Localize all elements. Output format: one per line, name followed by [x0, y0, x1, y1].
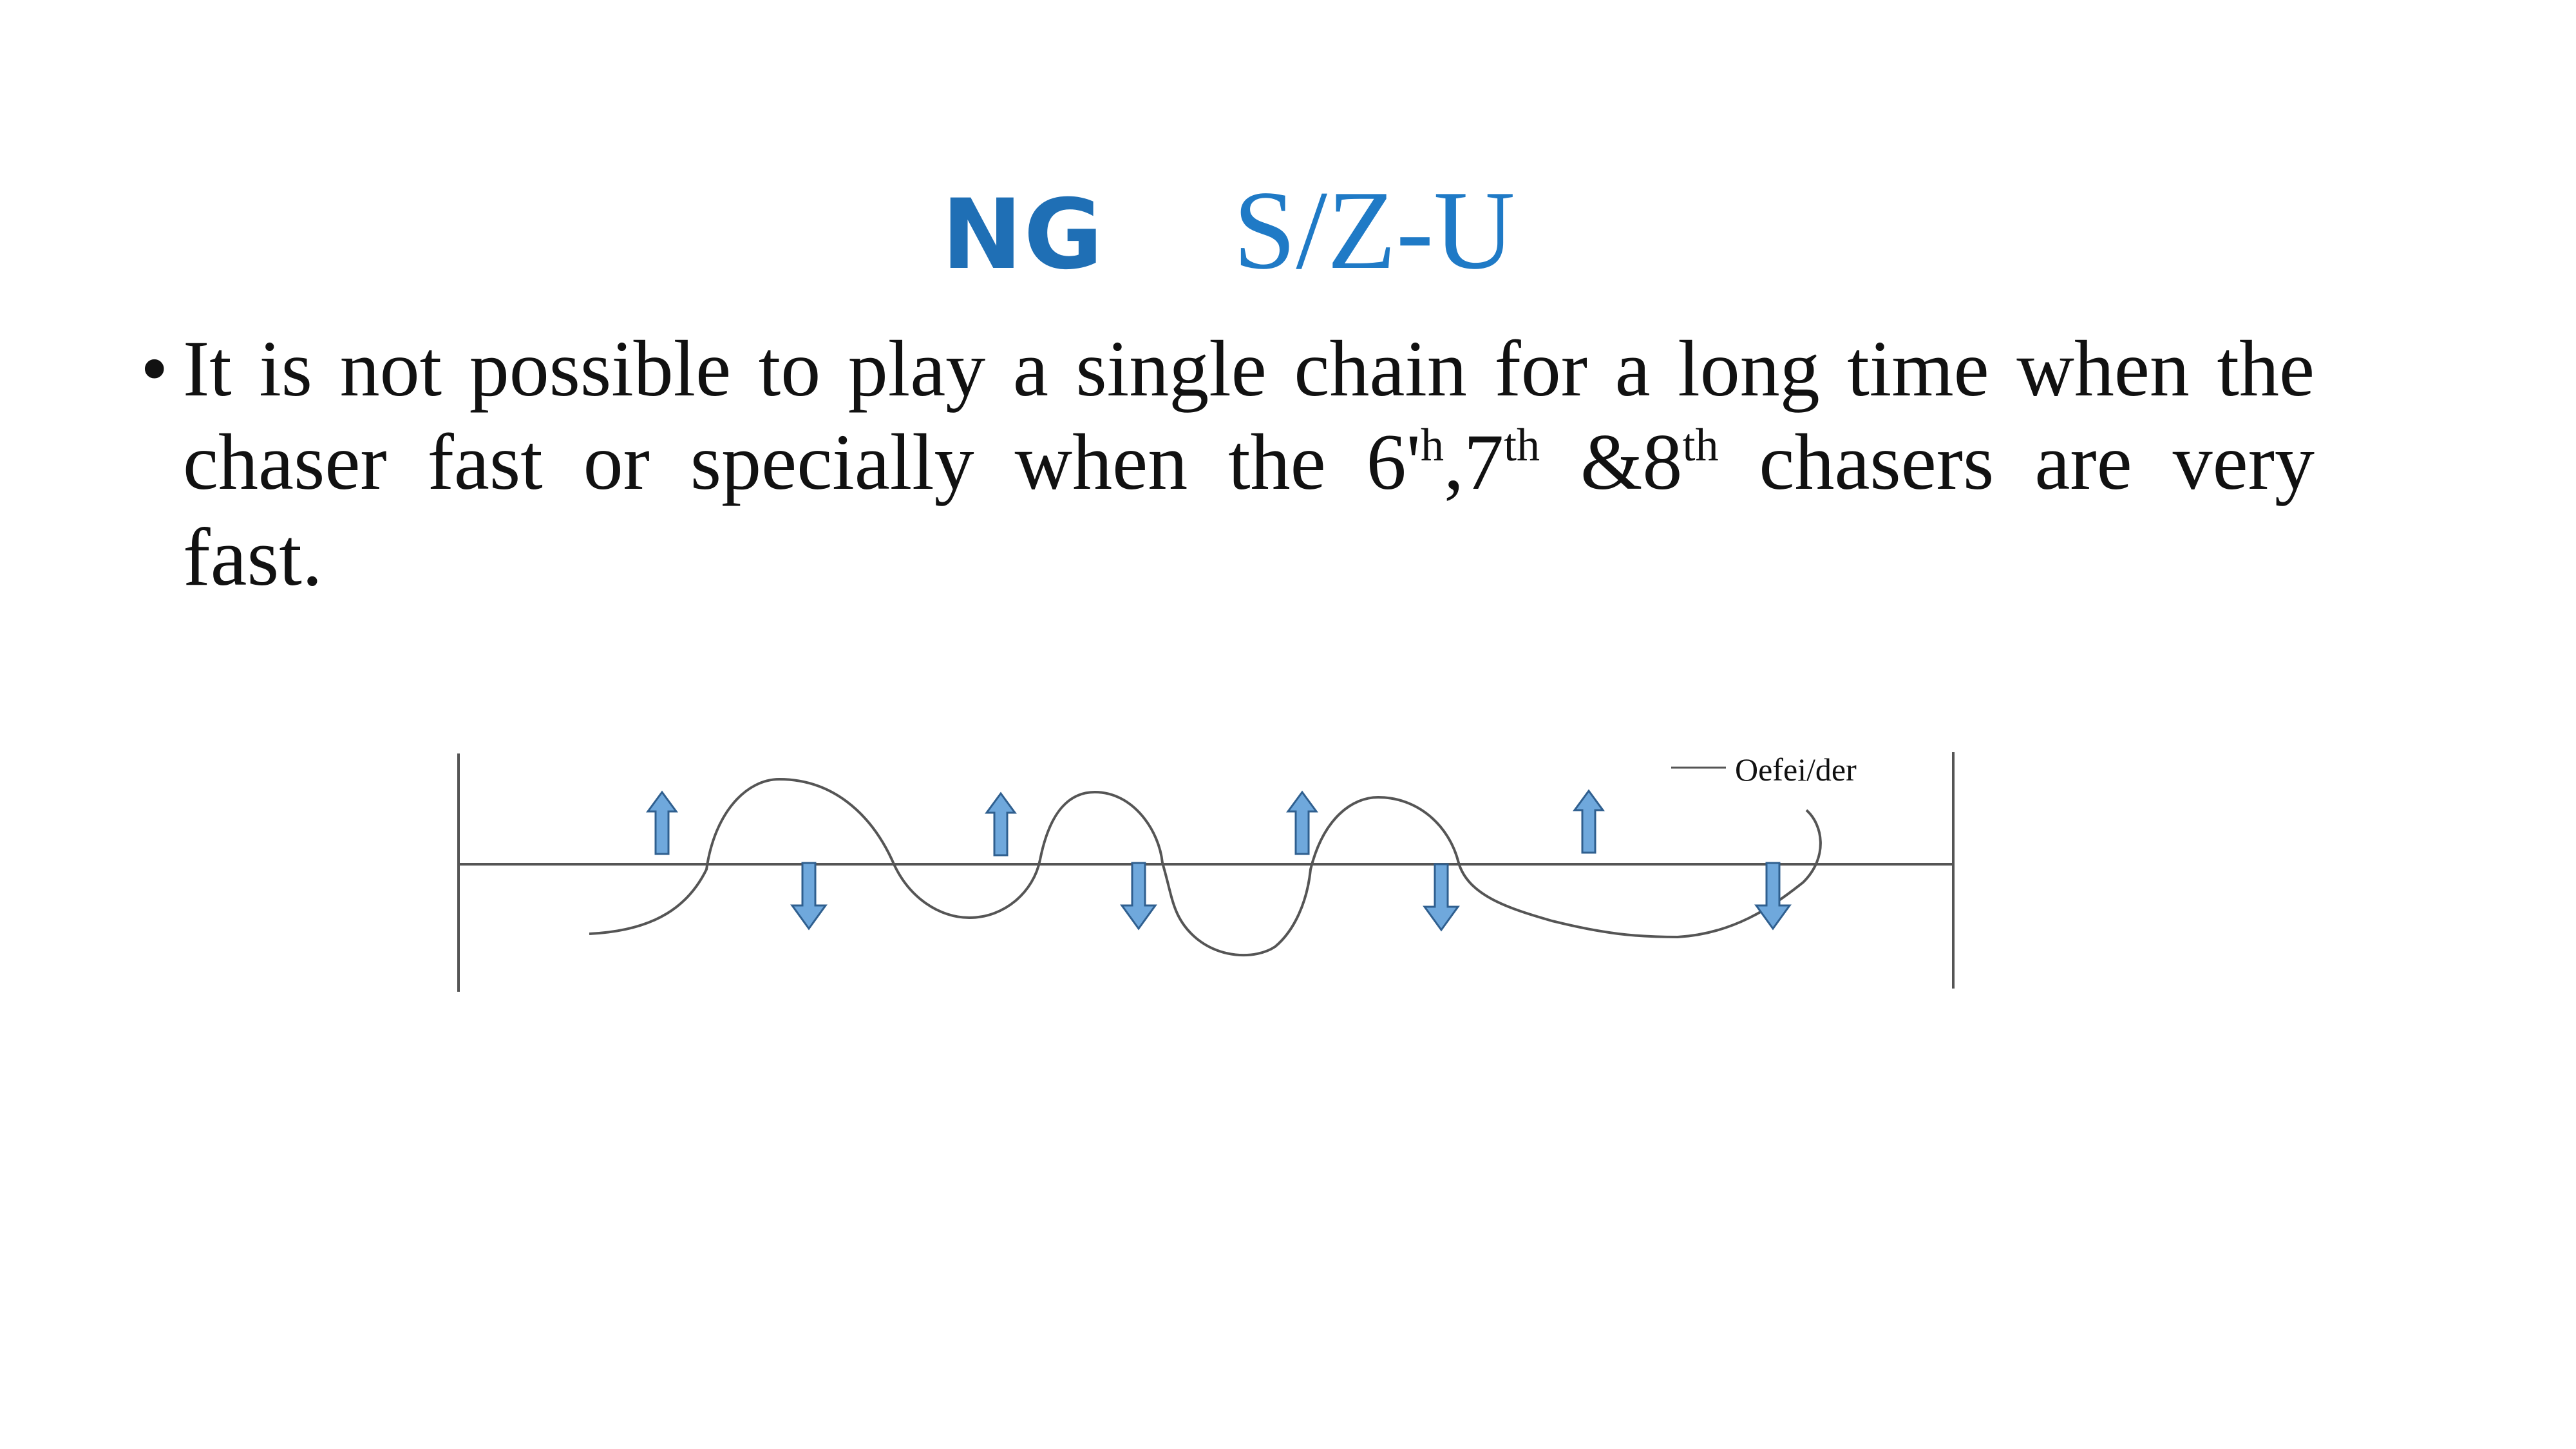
- line2-post: chasers are very: [1718, 418, 2315, 506]
- superscript-th-7: th: [1503, 419, 1540, 471]
- superscript-h: h: [1420, 419, 1444, 471]
- up-arrow-2: [985, 791, 1017, 857]
- up-arrow-3: [1286, 790, 1318, 855]
- line2-mid2: &8: [1540, 418, 1683, 506]
- bullet-text: It is not possible to play a single chai…: [183, 322, 2315, 605]
- down-arrow-2: [1120, 862, 1157, 931]
- up-arrow-4: [1573, 789, 1605, 854]
- chain-diagram: [457, 752, 1955, 992]
- legend-label: Oefei/der: [1735, 752, 1857, 788]
- down-arrow-3: [1423, 863, 1460, 932]
- bullet-marker: •: [140, 325, 169, 413]
- down-arrow-4: [1754, 862, 1792, 931]
- title-right-text: S/Z-U: [1233, 167, 1515, 292]
- line2-mid1: ,7: [1443, 418, 1504, 506]
- line2-pre: chaser fast or specially when the 6': [183, 418, 1421, 506]
- down-arrow-1: [790, 862, 828, 931]
- bullet-line-1: It is not possible to play a single chai…: [183, 325, 2315, 413]
- bullet-line-2: chaser fast or specially when the 6'h,7t…: [183, 415, 2315, 509]
- slide-title: NG S/Z-U: [0, 174, 2576, 316]
- superscript-th-8: th: [1682, 419, 1719, 471]
- chain-path: [589, 777, 1822, 957]
- title-left-text: NG: [942, 179, 1104, 291]
- up-arrow-1: [646, 790, 678, 855]
- bullet-line-3: fast.: [183, 511, 323, 603]
